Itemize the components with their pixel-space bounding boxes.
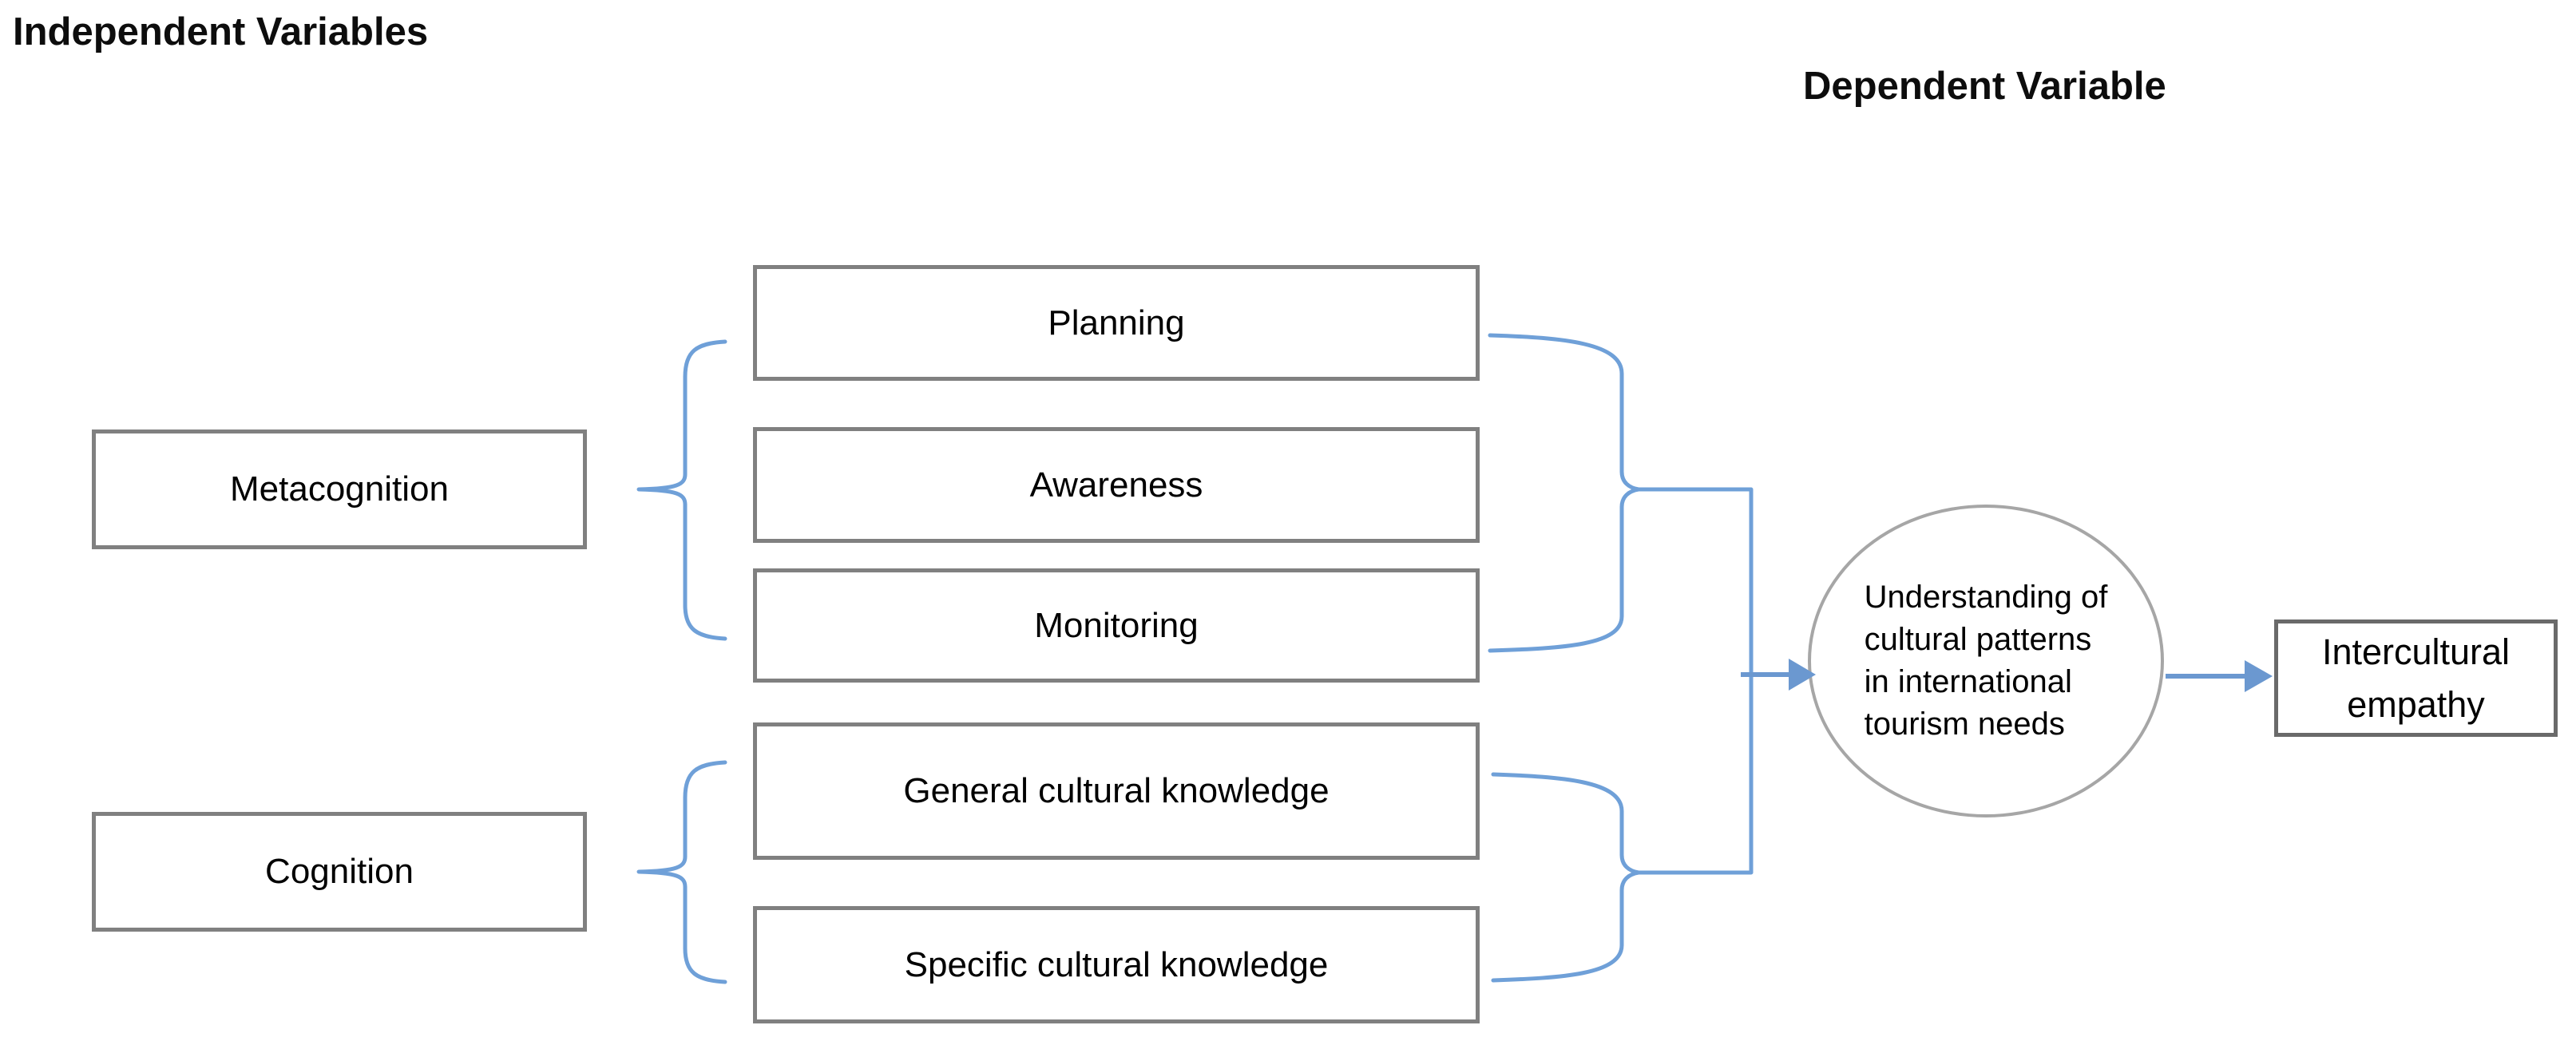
monitoring-box: Monitoring xyxy=(753,568,1480,683)
mediator-ellipse: Understanding of cultural patterns in in… xyxy=(1808,505,2164,817)
curly-brace-left-metacognition-icon xyxy=(636,339,727,641)
awareness-box: Awareness xyxy=(753,427,1480,543)
curly-brace-right-metacognition-group-icon xyxy=(1488,333,1641,653)
curly-brace-right-cognition-group-icon xyxy=(1491,772,1641,983)
general-cultural-knowledge-box: General cultural knowledge xyxy=(753,722,1480,860)
metacognition-box: Metacognition xyxy=(92,429,587,549)
specific-cultural-knowledge-box: Specific cultural knowledge xyxy=(753,906,1480,1023)
junction-connector-line xyxy=(1636,487,1754,875)
intercultural-empathy-box: Intercultural empathy xyxy=(2274,619,2558,737)
planning-box: Planning xyxy=(753,265,1480,381)
curly-brace-left-cognition-icon xyxy=(636,760,727,984)
arrow-to-outcome-head-icon xyxy=(2245,660,2273,692)
dependent-variable-heading: Dependent Variable xyxy=(1803,65,2166,108)
cognition-box: Cognition xyxy=(92,812,587,932)
mediator-ellipse-text: Understanding of cultural patterns in in… xyxy=(1864,580,2108,742)
independent-variables-heading: Independent Variables xyxy=(13,10,429,53)
